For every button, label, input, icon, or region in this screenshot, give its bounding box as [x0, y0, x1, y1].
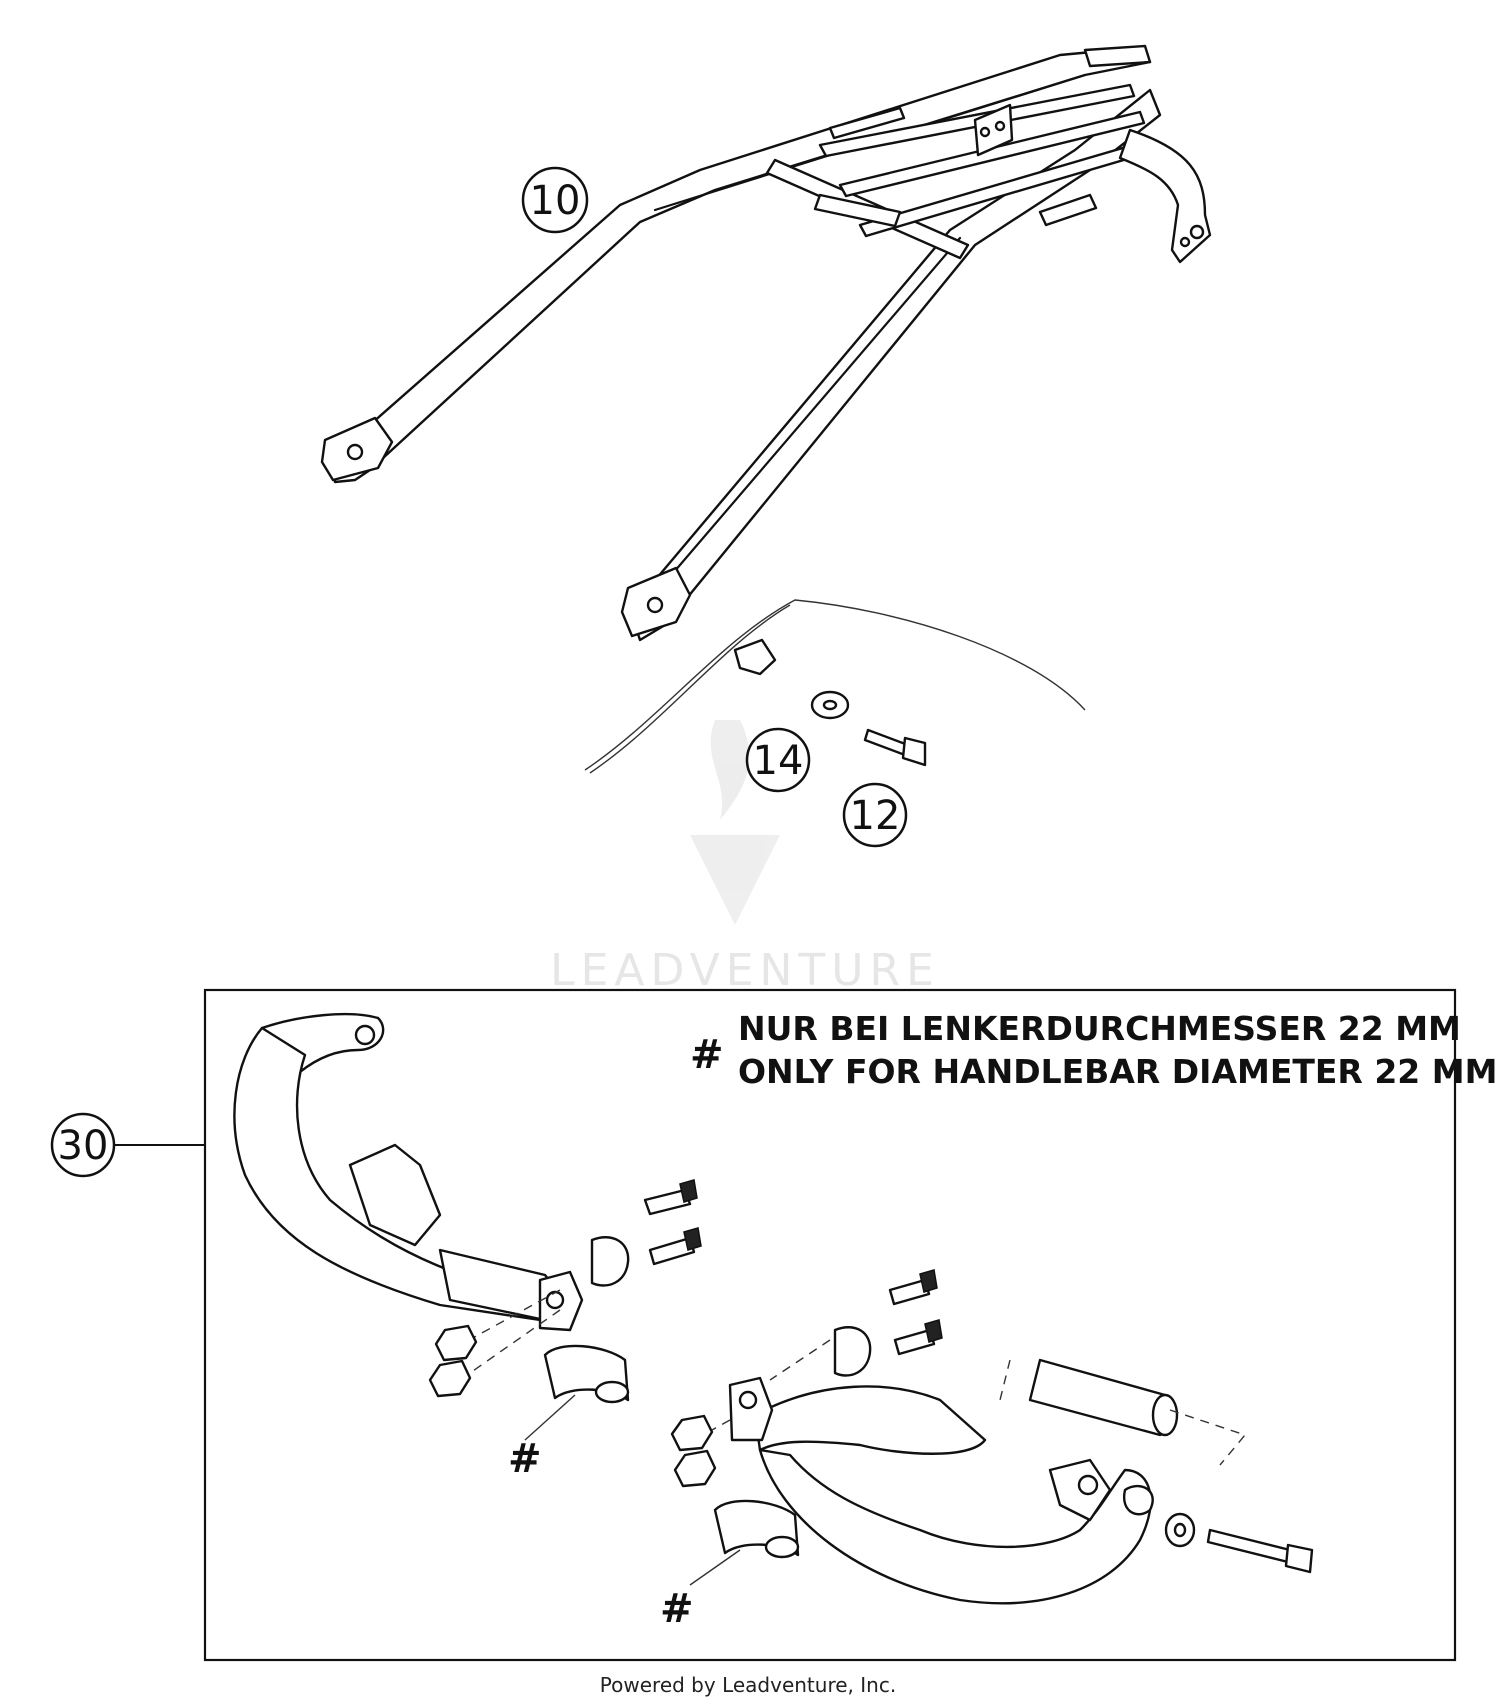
svg-text:10: 10 — [530, 178, 581, 224]
washer-14 — [810, 690, 850, 720]
left-clamp-hardware — [428, 1179, 702, 1441]
watermark-text: LEADVENTURE — [550, 945, 940, 996]
svg-text:14: 14 — [753, 738, 804, 784]
watermark-logo — [690, 720, 780, 925]
callout-10: 10 — [521, 166, 589, 234]
right-handguard-drawing — [728, 1358, 1314, 1605]
svg-text:12: 12 — [850, 793, 901, 839]
note-line-english: ONLY FOR HANDLEBAR DIAMETER 22 MM — [738, 1052, 1497, 1091]
credit-text: Powered by Leadventure, Inc. — [600, 1673, 896, 1697]
luggage-rack-drawing — [320, 44, 1212, 642]
callout-12: 12 — [842, 782, 908, 848]
hash-marker-left: # — [508, 1436, 542, 1482]
callout-14: 14 — [745, 727, 811, 793]
bolt-12 — [863, 728, 927, 767]
note-symbol: # — [690, 1032, 724, 1078]
svg-text:30: 30 — [58, 1123, 109, 1169]
left-handguard-drawing — [233, 1012, 584, 1332]
callout-30: 30 — [50, 1112, 116, 1178]
rear-fender-outline — [584, 599, 1086, 774]
note-line-german: NUR BEI LENKERDURCHMESSER 22 MM — [738, 1009, 1461, 1048]
handguard-kit-frame — [203, 988, 1457, 1662]
right-clamp-hardware — [670, 1269, 943, 1586]
hash-marker-right: # — [660, 1586, 694, 1632]
